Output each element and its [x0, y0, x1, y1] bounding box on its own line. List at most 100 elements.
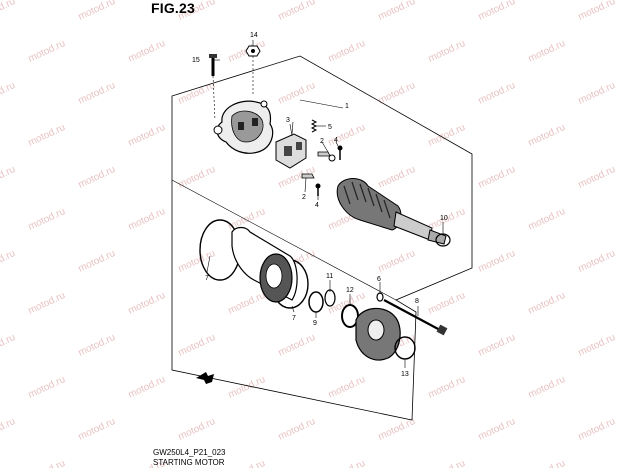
- watermark-text: motod.ru: [477, 80, 517, 107]
- watermark-text: motod.ru: [277, 0, 317, 23]
- watermark-text: motod.ru: [477, 164, 517, 191]
- watermark-text: motod.ru: [327, 122, 367, 149]
- watermark-text: motod.ru: [227, 458, 267, 468]
- watermark-text: motod.ru: [227, 374, 267, 401]
- callout-15: 15: [192, 57, 200, 64]
- watermark-text: motod.ru: [527, 38, 567, 65]
- callout-2-lower: 2: [302, 194, 306, 201]
- watermark-text: motod.ru: [527, 290, 567, 317]
- watermark-text: motod.ru: [377, 164, 417, 191]
- watermark-text: motod.ru: [127, 290, 167, 317]
- watermark-text: motod.ru: [277, 80, 317, 107]
- watermark-text: motod.ru: [0, 164, 17, 191]
- watermark-text: motod.ru: [377, 248, 417, 275]
- callout-1: 1: [345, 103, 349, 110]
- part-brush-holder: [213, 100, 274, 154]
- watermark-text: motod.ru: [577, 332, 617, 359]
- part-13-o-ring: [394, 336, 416, 360]
- watermark-text: motod.ru: [477, 0, 517, 23]
- watermark-text: motod.ru: [27, 374, 67, 401]
- watermark-text: motod.ru: [427, 290, 467, 317]
- watermark-text: motod.ru: [77, 164, 117, 191]
- watermark-text: motod.ru: [0, 248, 17, 275]
- watermark-text: motod.ru: [0, 0, 17, 23]
- callout-14: 14: [250, 32, 258, 39]
- watermark-text: motod.ru: [77, 0, 117, 23]
- watermark-text: motod.ru: [27, 38, 67, 65]
- part-5-spring: [310, 119, 318, 133]
- leader-lines: [206, 40, 444, 368]
- callout-13: 13: [401, 371, 409, 378]
- watermark-text: motod.ru: [27, 290, 67, 317]
- callout-3: 3: [286, 117, 290, 124]
- part-6-o-ring: [376, 292, 384, 302]
- watermark-text: motod.ru: [177, 332, 217, 359]
- callout-2-upper: 2: [320, 138, 324, 145]
- callout-10: 10: [440, 215, 448, 222]
- watermark-text: motod.ru: [0, 416, 17, 443]
- watermark-text: motod.ru: [177, 164, 217, 191]
- callout-9: 9: [313, 320, 317, 327]
- watermark-text: motod.ru: [527, 458, 567, 468]
- part-armature: [336, 178, 447, 245]
- part-3-brush-plate: [275, 123, 307, 169]
- callout-8: 8: [415, 298, 419, 305]
- callout-6: 6: [377, 276, 381, 283]
- part-yoke-housing: [231, 226, 298, 303]
- watermark-text: motod.ru: [577, 416, 617, 443]
- watermark-text: motod.ru: [577, 0, 617, 23]
- callout-7-right: 7: [292, 315, 296, 322]
- watermark-text: motod.ru: [77, 332, 117, 359]
- callout-12: 12: [346, 287, 354, 294]
- callout-labels: 15 14 1 3 5 2 4 2 4 10 7 7 9 11 12 6 8 1…: [192, 32, 448, 378]
- part-9-washer: [308, 291, 324, 313]
- watermark-text: motod.ru: [527, 206, 567, 233]
- part-front-cover: [355, 307, 401, 361]
- watermark-text: motod.ru: [477, 416, 517, 443]
- watermark-text: motod.ru: [327, 38, 367, 65]
- front-arrow-icon: [196, 372, 214, 384]
- frame-divider: [171, 179, 397, 301]
- watermark-text: motod.ru: [27, 206, 67, 233]
- watermark-text: motod.ru: [577, 164, 617, 191]
- watermark-text: motod.ru: [327, 458, 367, 468]
- watermark-text: motod.ru: [127, 374, 167, 401]
- watermark-text: motod.ru: [327, 374, 367, 401]
- part-11-washer: [324, 289, 336, 307]
- watermark-text: motod.ru: [127, 206, 167, 233]
- part-15-bolt: [209, 54, 217, 121]
- watermark-text: motod.ru: [427, 122, 467, 149]
- part-2-terminals: [301, 151, 336, 179]
- watermark-text: motod.ru: [427, 458, 467, 468]
- callout-7-left: 7: [205, 275, 209, 282]
- watermark-text: motod.ru: [177, 248, 217, 275]
- watermark-text: motod.ru: [27, 458, 67, 468]
- figure-title: FIG.23: [151, 0, 195, 16]
- watermark-text: motod.ru: [177, 416, 217, 443]
- watermark-text: motod.ru: [477, 332, 517, 359]
- watermark-text: motod.ru: [577, 248, 617, 275]
- watermark-text: motod.ru: [377, 0, 417, 23]
- watermark-text: motod.ru: [227, 290, 267, 317]
- callout-11: 11: [326, 273, 333, 280]
- watermark-text: motod.ru: [527, 374, 567, 401]
- watermark-text: motod.ru: [577, 80, 617, 107]
- watermark-text: motod.ru: [427, 38, 467, 65]
- diagram-name: STARTING MOTOR: [153, 458, 225, 467]
- watermark-text: motod.ru: [77, 416, 117, 443]
- part-8-long-bolt: [383, 299, 448, 336]
- callout-5: 5: [328, 124, 332, 131]
- watermark-text: motod.ru: [527, 122, 567, 149]
- watermark-text: motod.ru: [0, 332, 17, 359]
- part-4-screws: [315, 145, 343, 196]
- watermark-text: motod.ru: [477, 248, 517, 275]
- diagram-code: GW250L4_P21_023: [153, 448, 226, 457]
- watermark-text: motod.ru: [77, 80, 117, 107]
- part-14-nut: [245, 45, 261, 96]
- watermark-text: motod.ru: [277, 416, 317, 443]
- callout-4-upper: 4: [334, 137, 338, 144]
- watermark-text: motod.ru: [127, 38, 167, 65]
- watermark-text: motod.ru: [27, 122, 67, 149]
